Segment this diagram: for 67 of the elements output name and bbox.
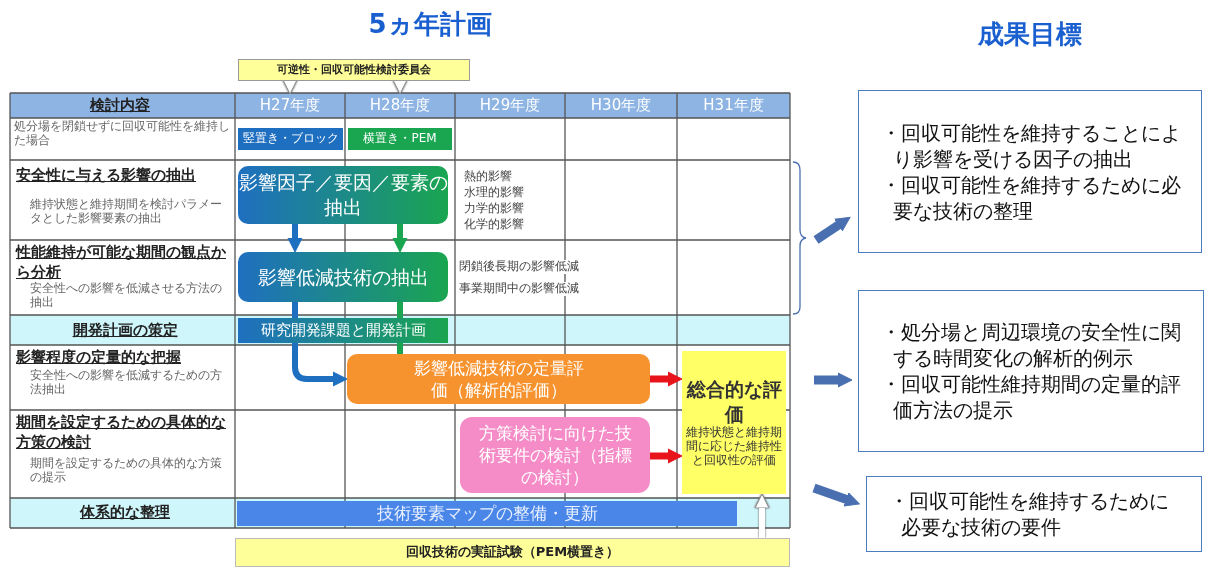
goal-text: ・回収可能性を維持するために必要な技術の整理: [881, 171, 1182, 224]
process-bar: [238, 318, 448, 343]
process-box: [347, 354, 650, 404]
committee-box: [238, 59, 470, 81]
box-title: 横置き・PEM: [363, 132, 437, 146]
connector-line: [292, 302, 298, 318]
box-title: 回収技術の実証試験（PEM横置き）: [405, 545, 620, 560]
arrow: [813, 216, 851, 244]
goal-box: [866, 476, 1202, 552]
evaluation-box: [682, 351, 786, 494]
box-title: 技術要素マップの整備・更新: [376, 502, 598, 525]
box-note: 維持状態と維持期間に応じた維持性と回収性の評価: [685, 426, 783, 468]
heading: 5ヵ年計画: [367, 8, 493, 41]
box-title: 総合的な評価: [685, 377, 783, 426]
box-title: H28年度: [369, 95, 431, 116]
box-title: 可逆性・回収可能性検討委員会: [277, 63, 431, 77]
row-note: 安全性への影響を低減させる方法の抽出: [30, 282, 223, 310]
box-title: 影響低減技術の定量評価（解析的評価）: [412, 356, 585, 402]
row-note: 維持状態と維持期間を検討パラメータとした影響要素の抽出: [30, 198, 223, 226]
arrow: [650, 448, 683, 464]
arrow: [292, 343, 348, 387]
process-box: [460, 417, 650, 493]
box-title: H30年度: [590, 95, 652, 116]
arrow: [812, 483, 860, 507]
arrow: [650, 371, 683, 387]
goal-box: [858, 290, 1204, 452]
goal-text: ・回収可能性を維持することにより影響を受ける因子の抽出: [881, 119, 1182, 172]
process-bar: [237, 501, 737, 526]
heading: 成果目標: [977, 18, 1083, 51]
column-header: 検討内容: [89, 96, 151, 116]
arrow: [814, 372, 853, 388]
arrow: [287, 224, 303, 253]
row-heading: 体系的な整理: [78, 503, 171, 523]
box-title: 影響因子／要因／要素の抽出: [238, 170, 448, 220]
arrow: [282, 79, 298, 95]
box-title: 方策検討に向けた技術要件の検討（指標の検討）: [478, 421, 632, 489]
goal-text: ・回収可能性を維持するために必要な技術の要件: [889, 488, 1170, 540]
cell-note: 化学的影響: [464, 218, 525, 232]
arrow: [392, 79, 408, 95]
goal-text: ・回収可能性維持期間の定量的評価方法の提示: [881, 371, 1182, 423]
cell-note: 事業期間中の影響低減: [459, 282, 579, 296]
cell-note: 力学的影響: [464, 202, 525, 216]
box-title: 竪置き・ブロック: [242, 132, 339, 146]
box-title: H29年度: [479, 95, 541, 116]
process-box: [238, 252, 448, 302]
row-note: 安全性への影響を低減するための方法抽出: [30, 369, 223, 397]
cell-note: 熱的影響: [464, 170, 513, 184]
row-heading: 開発計画の策定: [71, 321, 179, 341]
row-heading: 影響程度の定量的な把握: [16, 348, 182, 368]
goal-box: [858, 90, 1202, 253]
connector-line: [397, 302, 403, 318]
connector-line: [397, 343, 403, 354]
row-heading: 安全性に与える影響の抽出: [16, 166, 197, 186]
cell-note: 閉鎖後長期の影響低減: [459, 260, 579, 274]
box-title: H27年度: [259, 95, 321, 116]
row-note: 期間を設定するための具体的な方策の提示: [30, 457, 223, 485]
test-bar: [235, 538, 790, 567]
row-heading: 性能維持が可能な期間の観点から分析: [16, 243, 227, 282]
cell-note: 水理的影響: [464, 186, 525, 200]
box-title: H31年度: [703, 95, 764, 116]
arrow: [392, 224, 408, 253]
box-title: 影響低減技術の抽出: [257, 264, 429, 290]
cell-note: 処分場を閉鎖せずに回収可能性を維持した場合: [14, 120, 231, 148]
row-heading: 期間を設定するための具体的な方策の検討: [16, 413, 227, 452]
goal-text: ・処分場と周辺環境の安全性に関する時間変化の解析的例示: [881, 319, 1182, 371]
tag-box: [348, 128, 452, 150]
box-title: 研究開発課題と開発計画: [260, 320, 426, 341]
